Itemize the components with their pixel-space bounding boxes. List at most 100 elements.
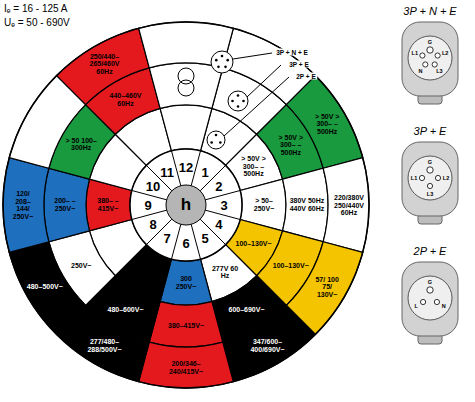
ring-segment: 440–460V 60Hz (106, 93, 146, 108)
ring-segment: 300 250V~ (171, 275, 201, 290)
ring-segment: > 50– 250V~ (247, 197, 281, 212)
segment-text: > 50V > 300– –500Hz (309, 112, 345, 135)
segment-text: 440–460V 60Hz (106, 93, 146, 108)
ring-segment: 600–690V~ (225, 306, 269, 314)
segment-text: 100–130V~ (234, 240, 274, 248)
plug-pin (420, 299, 425, 304)
segment-text: > 50– 250V~ (247, 197, 281, 212)
top-note: Iₑ = 16 - 125 A (4, 3, 67, 14)
segment-text: 120/ 208– 144/ 250V~ (8, 190, 38, 220)
pin-name: L3 (436, 68, 442, 74)
pin-name: L1 (411, 175, 417, 181)
callout-number: 12 (179, 160, 193, 175)
pin-dot (226, 59, 229, 62)
plug-pin (420, 53, 425, 58)
segment-text: 300 250V~ (171, 275, 201, 290)
plug-face (408, 36, 452, 80)
pin-dot (231, 100, 234, 103)
plug-face (408, 276, 452, 320)
segment-text: > 50V > 300– –500Hz (273, 133, 309, 156)
segment-text: 480–600V~ (104, 306, 148, 314)
plug-title: 3P + E (414, 125, 447, 137)
segment-text: 277/480– 288/500V~ (82, 339, 128, 354)
ring-sector (149, 63, 223, 108)
plug-pin (435, 175, 440, 180)
pin-dot (215, 59, 218, 62)
segment-text: 200/346– 240/415V~ (162, 360, 210, 375)
pin-name: L (414, 303, 417, 309)
ring-sector (160, 105, 212, 151)
ring-sector (149, 302, 223, 347)
segment-text: 380–415V~ (164, 322, 208, 330)
pin-name: L1 (412, 50, 418, 56)
segment-text: 277V 60 Hz (207, 265, 243, 280)
ring-sector (139, 342, 234, 388)
ring-segment: 250V~ (63, 262, 99, 270)
callout-number: 11 (160, 165, 174, 180)
callout-number: 9 (144, 198, 151, 213)
top-note: Uₑ = 50 - 690V (4, 17, 70, 28)
pin-name: G (428, 159, 432, 165)
plug-face (408, 156, 452, 200)
ring-sector (283, 168, 328, 242)
pin-name: N (442, 303, 446, 309)
callout-number: 5 (201, 230, 208, 245)
segment-text: 480–500V~ (23, 283, 67, 291)
plug-icons (207, 51, 289, 149)
ring-segment: 57/ 100 75/ 130V~ (312, 275, 342, 298)
ring-segment: 277/480– 288/500V~ (82, 339, 128, 354)
divider (172, 224, 181, 259)
pin-dot (224, 66, 227, 69)
callout-number: 7 (163, 230, 170, 245)
plug-pin (435, 53, 440, 58)
ring-sector (223, 305, 316, 381)
segment-text: 57/ 100 75/ 130V~ (312, 275, 342, 298)
ring-segment: 200– –250V~ (47, 197, 83, 212)
pin-dot (237, 105, 240, 108)
segment-text: > 50V > 300– –500Hz (237, 155, 271, 178)
plug-pin (427, 167, 433, 173)
divider (191, 224, 200, 259)
ring-sector (3, 158, 49, 253)
segment-text: 220/380V 250/440V 60Hz (327, 194, 371, 217)
pin-name: L2 (443, 175, 449, 181)
segment-text: 380V 50Hz 440V 60Hz (287, 197, 327, 212)
segment-text: 347/600– 400/690V~ (245, 339, 291, 354)
plug-pin (419, 175, 424, 180)
ring-segment: 380– –415V~ (90, 197, 126, 212)
pin-dot (237, 94, 240, 97)
pin-dot (215, 134, 218, 137)
ring-segment: 480–500V~ (23, 283, 67, 291)
ring-sector (44, 168, 89, 242)
segment-text: 250V~ (63, 262, 99, 270)
plug-body (402, 22, 458, 96)
ring-segment: 200/346– 240/415V~ (162, 360, 210, 375)
ring-segment: > 50V > 300– –500Hz (237, 155, 271, 178)
plug-pin (427, 287, 433, 293)
pin-dot (242, 100, 245, 103)
plug-pin (432, 62, 437, 67)
segment-text: 250/440– 265/460V 60Hz (82, 53, 128, 76)
segment-text: 200– –250V~ (47, 197, 83, 212)
segment-text: > 50 100– 300Hz (62, 137, 100, 152)
hub-letter: h (181, 195, 191, 215)
callout-number: 6 (182, 236, 189, 251)
segment-text: 100–130V~ (269, 262, 313, 270)
pin-name: L3 (427, 191, 433, 197)
ring-segment: 220/380V 250/440V 60Hz (327, 194, 371, 217)
pin-name: L2 (442, 50, 448, 56)
pin-dot (210, 141, 213, 144)
callout-number: 8 (149, 217, 156, 232)
plug-pin (427, 47, 433, 53)
number-ring (130, 149, 242, 261)
pin-dot (217, 66, 220, 69)
ring-segment: > 50V > 300– –500Hz (273, 133, 309, 156)
ring-segment: 380V 50Hz 440V 60Hz (287, 197, 327, 212)
ring-sector (9, 242, 85, 335)
ring-segment: 100–130V~ (269, 262, 313, 270)
ring-segment: 120/ 208– 144/ 250V~ (8, 190, 38, 220)
ring-segment: > 50 100– 300Hz (62, 137, 100, 152)
segment-text: 600–690V~ (225, 306, 269, 314)
hub (166, 185, 206, 225)
callout-number: 1 (201, 165, 208, 180)
